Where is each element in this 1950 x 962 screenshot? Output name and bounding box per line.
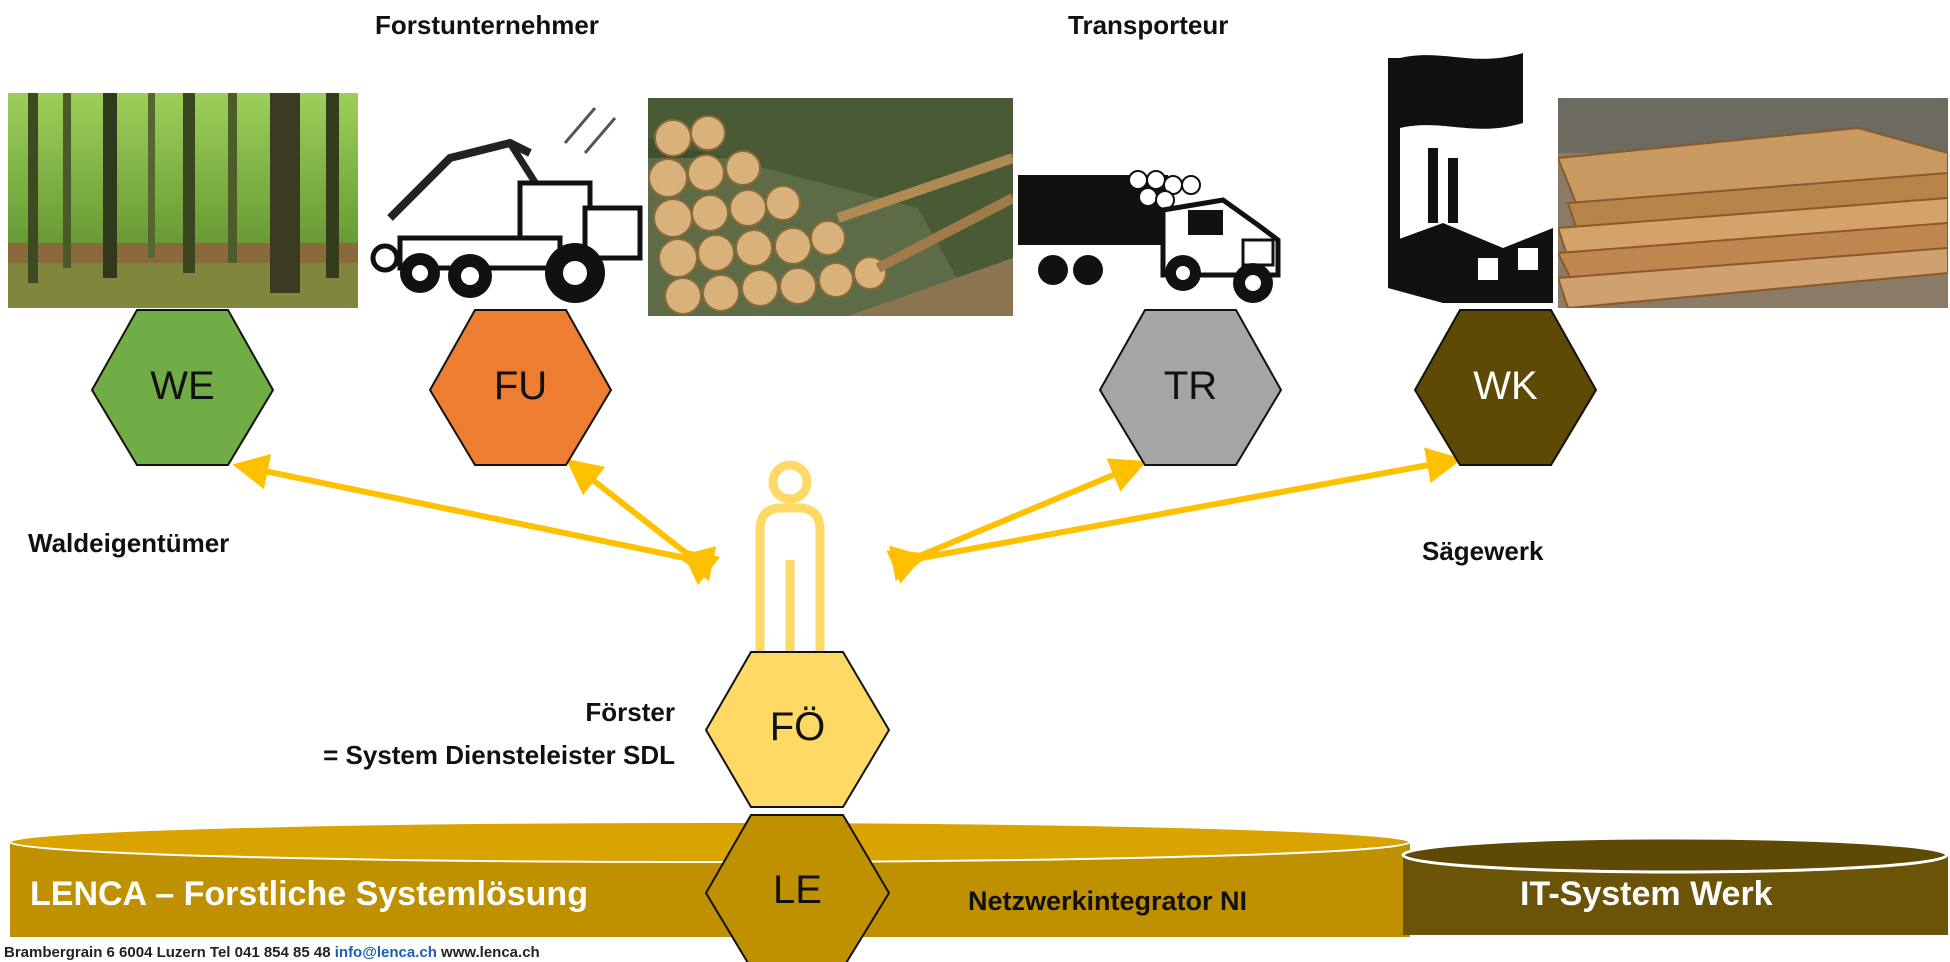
arrow-foe-fu [565, 458, 721, 586]
role-label-forstunternehmer: Forstunternehmer [375, 10, 599, 40]
hexagon-le [704, 814, 891, 962]
connection-arrows [232, 447, 1463, 586]
log-truck-illustration [1013, 155, 1293, 310]
timber-pile-photo [648, 98, 1013, 316]
forester-person-icon [755, 460, 825, 660]
node-label-wk: WK [1473, 364, 1538, 408]
factory-icon [1383, 48, 1555, 310]
role-label-transporteur: Transporteur [1068, 10, 1229, 40]
role-label-saegewerk: Sägewerk [1422, 536, 1544, 566]
it-system-base-cylinder [1401, 836, 1949, 935]
node-label-fu: FU [493, 364, 548, 408]
node-label-le: LE [773, 868, 822, 912]
hexagon-tr [1098, 309, 1283, 466]
arrow-foe-tr [886, 458, 1147, 584]
node-label-we: WE [150, 364, 215, 408]
hexagon-we [90, 309, 275, 466]
hexagon-foe [704, 651, 891, 808]
harvester-illustration [360, 98, 645, 313]
footer-web-link[interactable]: www.lenca.ch [436, 944, 540, 961]
arrow-foe-wk [889, 447, 1463, 581]
node-label-tr: TR [1163, 364, 1218, 408]
node-label-foe: FÖ [769, 705, 826, 749]
base-label-netzwerk: Netzwerkintegrator NI [968, 886, 1248, 916]
role-label-foerster: Förster [585, 697, 675, 727]
role-label-sdl: = System Diensteleister SDL [323, 740, 675, 770]
sawn-lumber-photo [1558, 98, 1948, 308]
footer-email-link[interactable]: info@lenca.ch [334, 944, 437, 961]
base-label-it-system: IT-System Werk [1520, 875, 1773, 913]
lenca-base-cylinder [9, 821, 1411, 937]
hexagon-wk [1413, 309, 1598, 466]
arrow-foe-we [232, 454, 717, 582]
base-label-lenca: LENCA – Forstliche Systemlösung [30, 875, 588, 913]
footer-contact: Brambergrain 6 6004 Luzern Tel 041 854 8… [4, 944, 540, 961]
footer-address: Brambergrain 6 6004 Luzern Tel 041 854 8… [4, 944, 335, 961]
forest-photo [8, 93, 358, 308]
hexagon-fu [428, 309, 613, 466]
role-label-waldeigentuemer: Waldeigentümer [28, 528, 230, 558]
